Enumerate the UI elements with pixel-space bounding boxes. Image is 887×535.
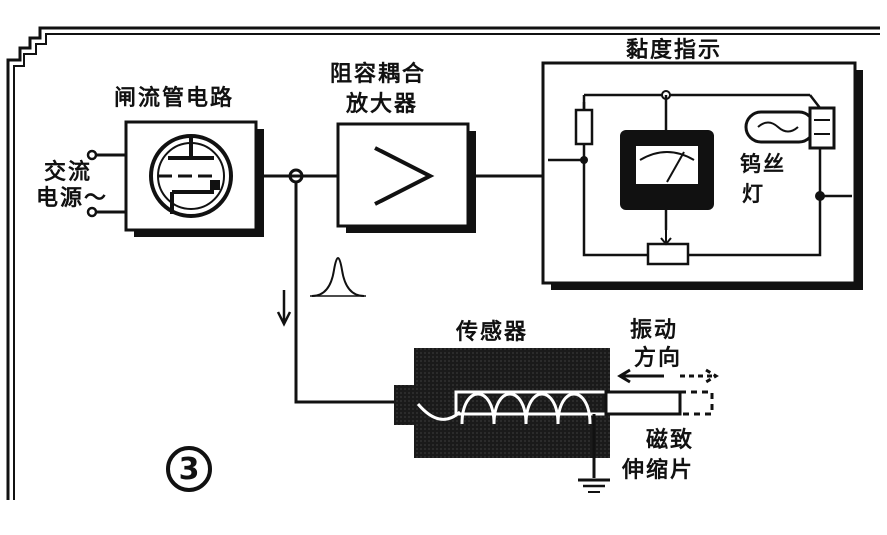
tungsten-lamp-label-line2: 灯 bbox=[742, 182, 765, 206]
page-border bbox=[6, 26, 880, 500]
thyratron-tube-icon bbox=[149, 134, 233, 218]
rc-amplifier-label-line2: 放大器 bbox=[346, 92, 419, 117]
vibration-direction-label-line1: 振动 bbox=[630, 318, 679, 343]
rc-amplifier-block bbox=[336, 122, 476, 233]
viscosity-indicator-label: 黏度指示 bbox=[626, 38, 723, 63]
tungsten-lamp-icon bbox=[744, 94, 836, 160]
figure-number: 3 bbox=[166, 446, 212, 492]
thyratron-circuit-label: 闸流管电路 bbox=[114, 86, 235, 111]
signal-flow-arrow bbox=[276, 290, 292, 327]
meter-icon bbox=[620, 130, 714, 230]
vibration-direction-label-line2: 方向 bbox=[634, 346, 683, 371]
tungsten-lamp-label-line1: 钨丝 bbox=[740, 152, 786, 176]
sensor-label: 传感器 bbox=[456, 320, 529, 345]
magnetostrictive-strip-label-line2: 伸缩片 bbox=[622, 458, 695, 483]
resistor bbox=[574, 108, 594, 146]
amplifier-symbol bbox=[374, 146, 435, 206]
pulse-waveform bbox=[311, 257, 365, 297]
thyratron-circuit-block bbox=[124, 120, 264, 237]
ac-source-terminals bbox=[86, 149, 128, 218]
rc-amplifier-label-line1: 阻容耦合 bbox=[330, 62, 427, 87]
ac-source-label-line2: 电源～ bbox=[36, 186, 109, 211]
viscosity-indicator-block bbox=[541, 61, 863, 290]
sensor-block bbox=[394, 348, 714, 493]
variable-resistor bbox=[646, 230, 690, 266]
ac-source-label-line1: 交流 bbox=[44, 160, 93, 185]
magnetostrictive-strip-label-line1: 磁致 bbox=[646, 428, 695, 453]
ground-icon bbox=[578, 414, 610, 493]
vibration-direction-arrows bbox=[617, 368, 719, 384]
